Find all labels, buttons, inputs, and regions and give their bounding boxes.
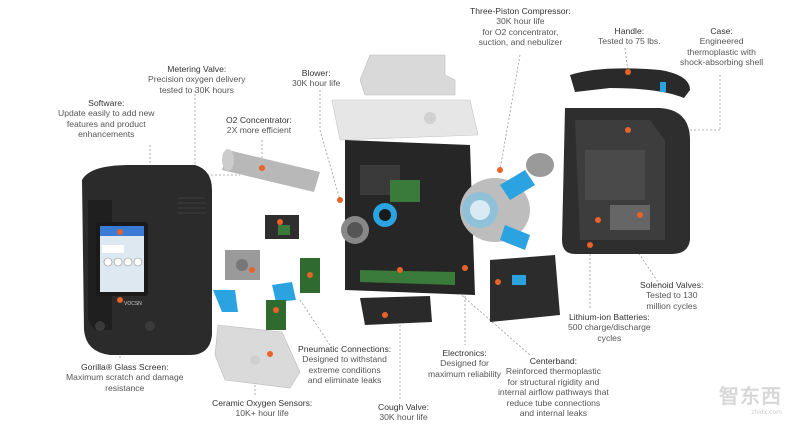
label-solenoid-valves: Solenoid Valves: Tested to 130 million c… xyxy=(640,280,703,311)
label-compressor-line-3: suction, and nebulizer xyxy=(478,37,563,48)
device-front xyxy=(82,165,212,355)
label-ceramic-sensors: Ceramic Oxygen Sensors: 10K+ hour life xyxy=(212,398,312,419)
label-blower-title: Blower: xyxy=(301,68,331,78)
label-batteries-line-2: cycles xyxy=(597,332,622,343)
watermark-sub: zhidx.com xyxy=(751,409,782,416)
manifold-part xyxy=(214,324,301,389)
label-o2-concentrator-title: O2 Concentrator: xyxy=(226,115,292,125)
label-centerband: Centerband: Reinforced thermoplastic for… xyxy=(498,356,609,418)
label-compressor-line-2: for O2 concentrator, xyxy=(482,26,559,37)
label-metering-valve-line-1: Precision oxygen delivery xyxy=(148,74,246,85)
label-electronics-line-1: Designed for xyxy=(440,358,489,369)
label-compressor-line-1: 30K hour life xyxy=(496,16,545,27)
label-software-line-1: Update easily to add new xyxy=(58,108,155,119)
label-case: Case: Engineered thermoplastic with shoc… xyxy=(680,26,763,68)
battery-part xyxy=(490,255,560,322)
label-pneumatic-title: Pneumatic Connections: xyxy=(298,344,392,354)
label-software: Software: Update easily to add new featu… xyxy=(58,98,155,140)
label-centerband-line-5: and internal leaks xyxy=(519,408,588,419)
label-electronics-title: Electronics: xyxy=(442,348,487,358)
compressor-part xyxy=(460,153,554,250)
label-cough-valve-line-1: 30K hour life xyxy=(379,412,428,423)
watermark-main: 智东西 xyxy=(719,384,782,408)
label-gorilla-glass: Gorilla® Glass Screen: Maximum scratch a… xyxy=(66,362,184,393)
label-compressor-title: Three-Piston Compressor: xyxy=(470,6,571,16)
watermark: 智东西 zhidx.com xyxy=(719,380,782,416)
metering-valve-part xyxy=(265,215,299,239)
label-centerband-line-2: for structural rigidity and xyxy=(507,376,600,387)
label-gorilla-title: Gorilla® Glass Screen: xyxy=(80,362,169,372)
label-centerband-line-4: reduce tube connections xyxy=(506,397,601,408)
device-logo: VOCSN xyxy=(124,301,142,307)
case-shell xyxy=(562,108,690,254)
label-software-line-2: features and product xyxy=(66,118,146,129)
label-pneumatic: Pneumatic Connections: Designed to withs… xyxy=(298,344,391,386)
label-cough-valve: Cough Valve: 30K hour life xyxy=(378,402,429,423)
label-batteries: Lithium-ion Batteries: 500 charge/discha… xyxy=(568,312,651,343)
label-pneumatic-line-2: extreme conditions xyxy=(308,364,381,375)
label-solenoid-valves-line-1: Tested to 130 xyxy=(645,290,698,301)
label-metering-valve-line-2: tested to 30K hours xyxy=(159,84,234,95)
label-gorilla-line-1: Maximum scratch and damage xyxy=(66,372,184,383)
valve-block-part xyxy=(225,250,260,280)
label-electronics: Electronics: Designed for maximum reliab… xyxy=(428,348,501,379)
label-o2-concentrator-line-1: 2X more efficient xyxy=(226,125,292,136)
label-case-title: Case: xyxy=(710,26,733,36)
label-batteries-line-1: 500 charge/discharge xyxy=(568,322,651,333)
label-software-line-3: enhancements xyxy=(78,129,135,140)
label-blower: Blower: 30K hour life xyxy=(292,68,340,89)
label-software-title: Software: xyxy=(88,98,125,108)
cough-valve-part xyxy=(360,296,432,325)
label-pneumatic-line-1: Designed to withstand xyxy=(302,354,387,365)
label-centerband-line-1: Reinforced thermoplastic xyxy=(505,366,601,377)
label-case-line-3: shock-absorbing shell xyxy=(680,57,764,68)
label-handle-line-1: Tested to 75 lbs. xyxy=(598,36,661,47)
blower-housing xyxy=(331,54,479,141)
label-blower-line-1: 30K hour life xyxy=(292,78,341,89)
label-case-line-2: thermoplastic with xyxy=(687,46,756,57)
label-ceramic-line-1: 10K+ hour life xyxy=(235,408,289,419)
center-body xyxy=(337,140,475,295)
label-pneumatic-line-3: and eliminate leaks xyxy=(307,375,382,386)
label-o2-concentrator: O2 Concentrator: 2X more efficient xyxy=(226,115,292,136)
sensor-board-part xyxy=(300,258,320,293)
handle-part xyxy=(570,68,690,98)
label-case-line-1: Engineered xyxy=(699,36,744,47)
label-cough-valve-title: Cough Valve: xyxy=(378,402,429,412)
label-solenoid-valves-title: Solenoid Valves: xyxy=(640,280,704,290)
label-ceramic-title: Ceramic Oxygen Sensors: xyxy=(212,398,313,408)
label-handle: Handle: Tested to 75 lbs. xyxy=(598,26,661,47)
label-compressor: Three-Piston Compressor: 30K hour life f… xyxy=(470,6,571,48)
pneumatic-parts xyxy=(213,282,296,330)
label-handle-title: Handle: xyxy=(614,26,645,36)
label-batteries-title: Lithium-ion Batteries: xyxy=(568,312,650,322)
label-gorilla-line-2: resistance xyxy=(105,382,145,393)
label-electronics-line-2: maximum reliability xyxy=(428,368,502,379)
label-centerband-line-3: internal airflow pathways that xyxy=(498,387,609,398)
label-metering-valve: Metering Valve: Precision oxygen deliver… xyxy=(148,64,245,95)
label-centerband-title: Centerband: xyxy=(529,356,578,366)
label-metering-valve-title: Metering Valve: xyxy=(167,64,227,74)
label-solenoid-valves-line-2: million cycles xyxy=(646,300,697,311)
o2-concentrator-part xyxy=(222,149,320,192)
